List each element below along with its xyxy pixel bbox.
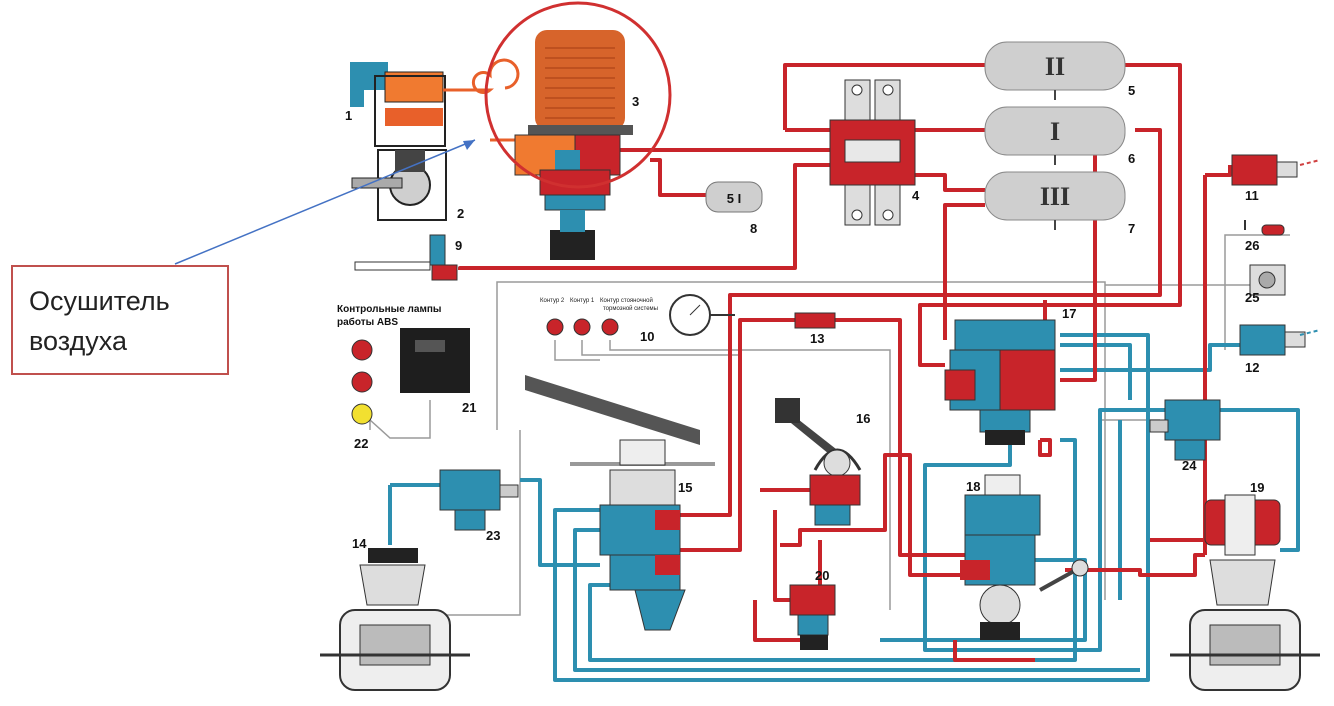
socket-25 — [1249, 264, 1286, 296]
lamp2-label: Контур 1 — [570, 298, 595, 304]
label-23: 23 — [486, 528, 500, 543]
label-12: 12 — [1245, 360, 1259, 375]
abs-modulator-24 — [1149, 399, 1221, 461]
four-circuit-valve — [829, 79, 916, 226]
lamp3-label-line2: тормозной системы — [603, 305, 658, 312]
reservoir-ii: II — [984, 41, 1126, 100]
abs-panel-line1: Контрольные лампы — [337, 304, 441, 315]
pressure-regulator-9 — [354, 234, 458, 281]
compressor-output-pipe — [443, 58, 520, 94]
label-11: 11 — [1245, 188, 1259, 203]
reservoir-i-label: I — [1050, 117, 1060, 146]
label-22: 22 — [354, 436, 368, 451]
reservoir-i: I — [984, 106, 1126, 165]
trailer-control-valve-17 — [944, 319, 1056, 445]
relay-valve-20 — [789, 584, 836, 650]
label-17: 17 — [1062, 306, 1076, 321]
brake-chamber-left — [320, 548, 470, 691]
brake-valve-15 — [525, 375, 715, 631]
abs-panel-line2: работы ABS — [337, 316, 398, 328]
air-dryer — [514, 30, 633, 260]
label-10: 10 — [640, 329, 654, 344]
label-14: 14 — [352, 536, 367, 551]
callout-arrow — [174, 139, 476, 265]
callout-line1: Осушитель — [29, 286, 170, 316]
label-6: 6 — [1128, 151, 1135, 166]
label-21: 21 — [462, 400, 476, 415]
label-26: 26 — [1245, 238, 1259, 253]
label-1: 1 — [345, 108, 352, 123]
component-number-labels: 1 2 3 4 5 6 7 8 9 10 11 12 13 14 15 16 1… — [345, 83, 1264, 583]
label-18: 18 — [966, 479, 980, 494]
lamp3-label-line1: Контур стояночной — [600, 297, 653, 304]
label-3: 3 — [632, 94, 639, 109]
valve-13 — [794, 312, 836, 329]
coupling-head-11 — [1231, 154, 1321, 186]
label-13: 13 — [810, 331, 824, 346]
label-9: 9 — [455, 238, 462, 253]
label-15: 15 — [678, 480, 692, 495]
abs-ecu — [400, 328, 470, 393]
label-25: 25 — [1245, 290, 1259, 305]
abs-lamps: Контрольные лампы работы ABS — [337, 304, 441, 425]
small-reservoir: 5 I — [705, 181, 763, 213]
indicator-panel-10: Контур 2 Контур 1 Контур стояночной торм… — [540, 294, 735, 336]
air-dryer-highlight-circle — [484, 1, 672, 189]
label-20: 20 — [815, 568, 829, 583]
label-4: 4 — [912, 188, 920, 203]
fitting-26 — [1244, 220, 1285, 236]
air-dryer-callout: Осушитель воздуха — [11, 265, 229, 375]
reservoir-iii: III — [984, 171, 1126, 230]
label-7: 7 — [1128, 221, 1135, 236]
abs-modulator-23 — [439, 469, 519, 531]
label-8: 8 — [750, 221, 757, 236]
callout-line2: воздуха — [29, 326, 128, 356]
coupling-head-12 — [1239, 324, 1321, 356]
small-reservoir-label: 5 I — [727, 191, 741, 206]
load-valve-18 — [960, 474, 1089, 640]
label-5: 5 — [1128, 83, 1135, 98]
parking-valve-16 — [775, 398, 862, 526]
compressor — [350, 62, 447, 221]
label-19: 19 — [1250, 480, 1264, 495]
spring-brake-chamber-19 — [1170, 494, 1320, 691]
lamp1-label: Контур 2 — [540, 298, 565, 304]
reservoir-ii-label: II — [1045, 52, 1065, 81]
label-16: 16 — [856, 411, 870, 426]
label-2: 2 — [457, 206, 464, 221]
label-24: 24 — [1182, 458, 1197, 473]
reservoir-iii-label: III — [1040, 182, 1070, 211]
